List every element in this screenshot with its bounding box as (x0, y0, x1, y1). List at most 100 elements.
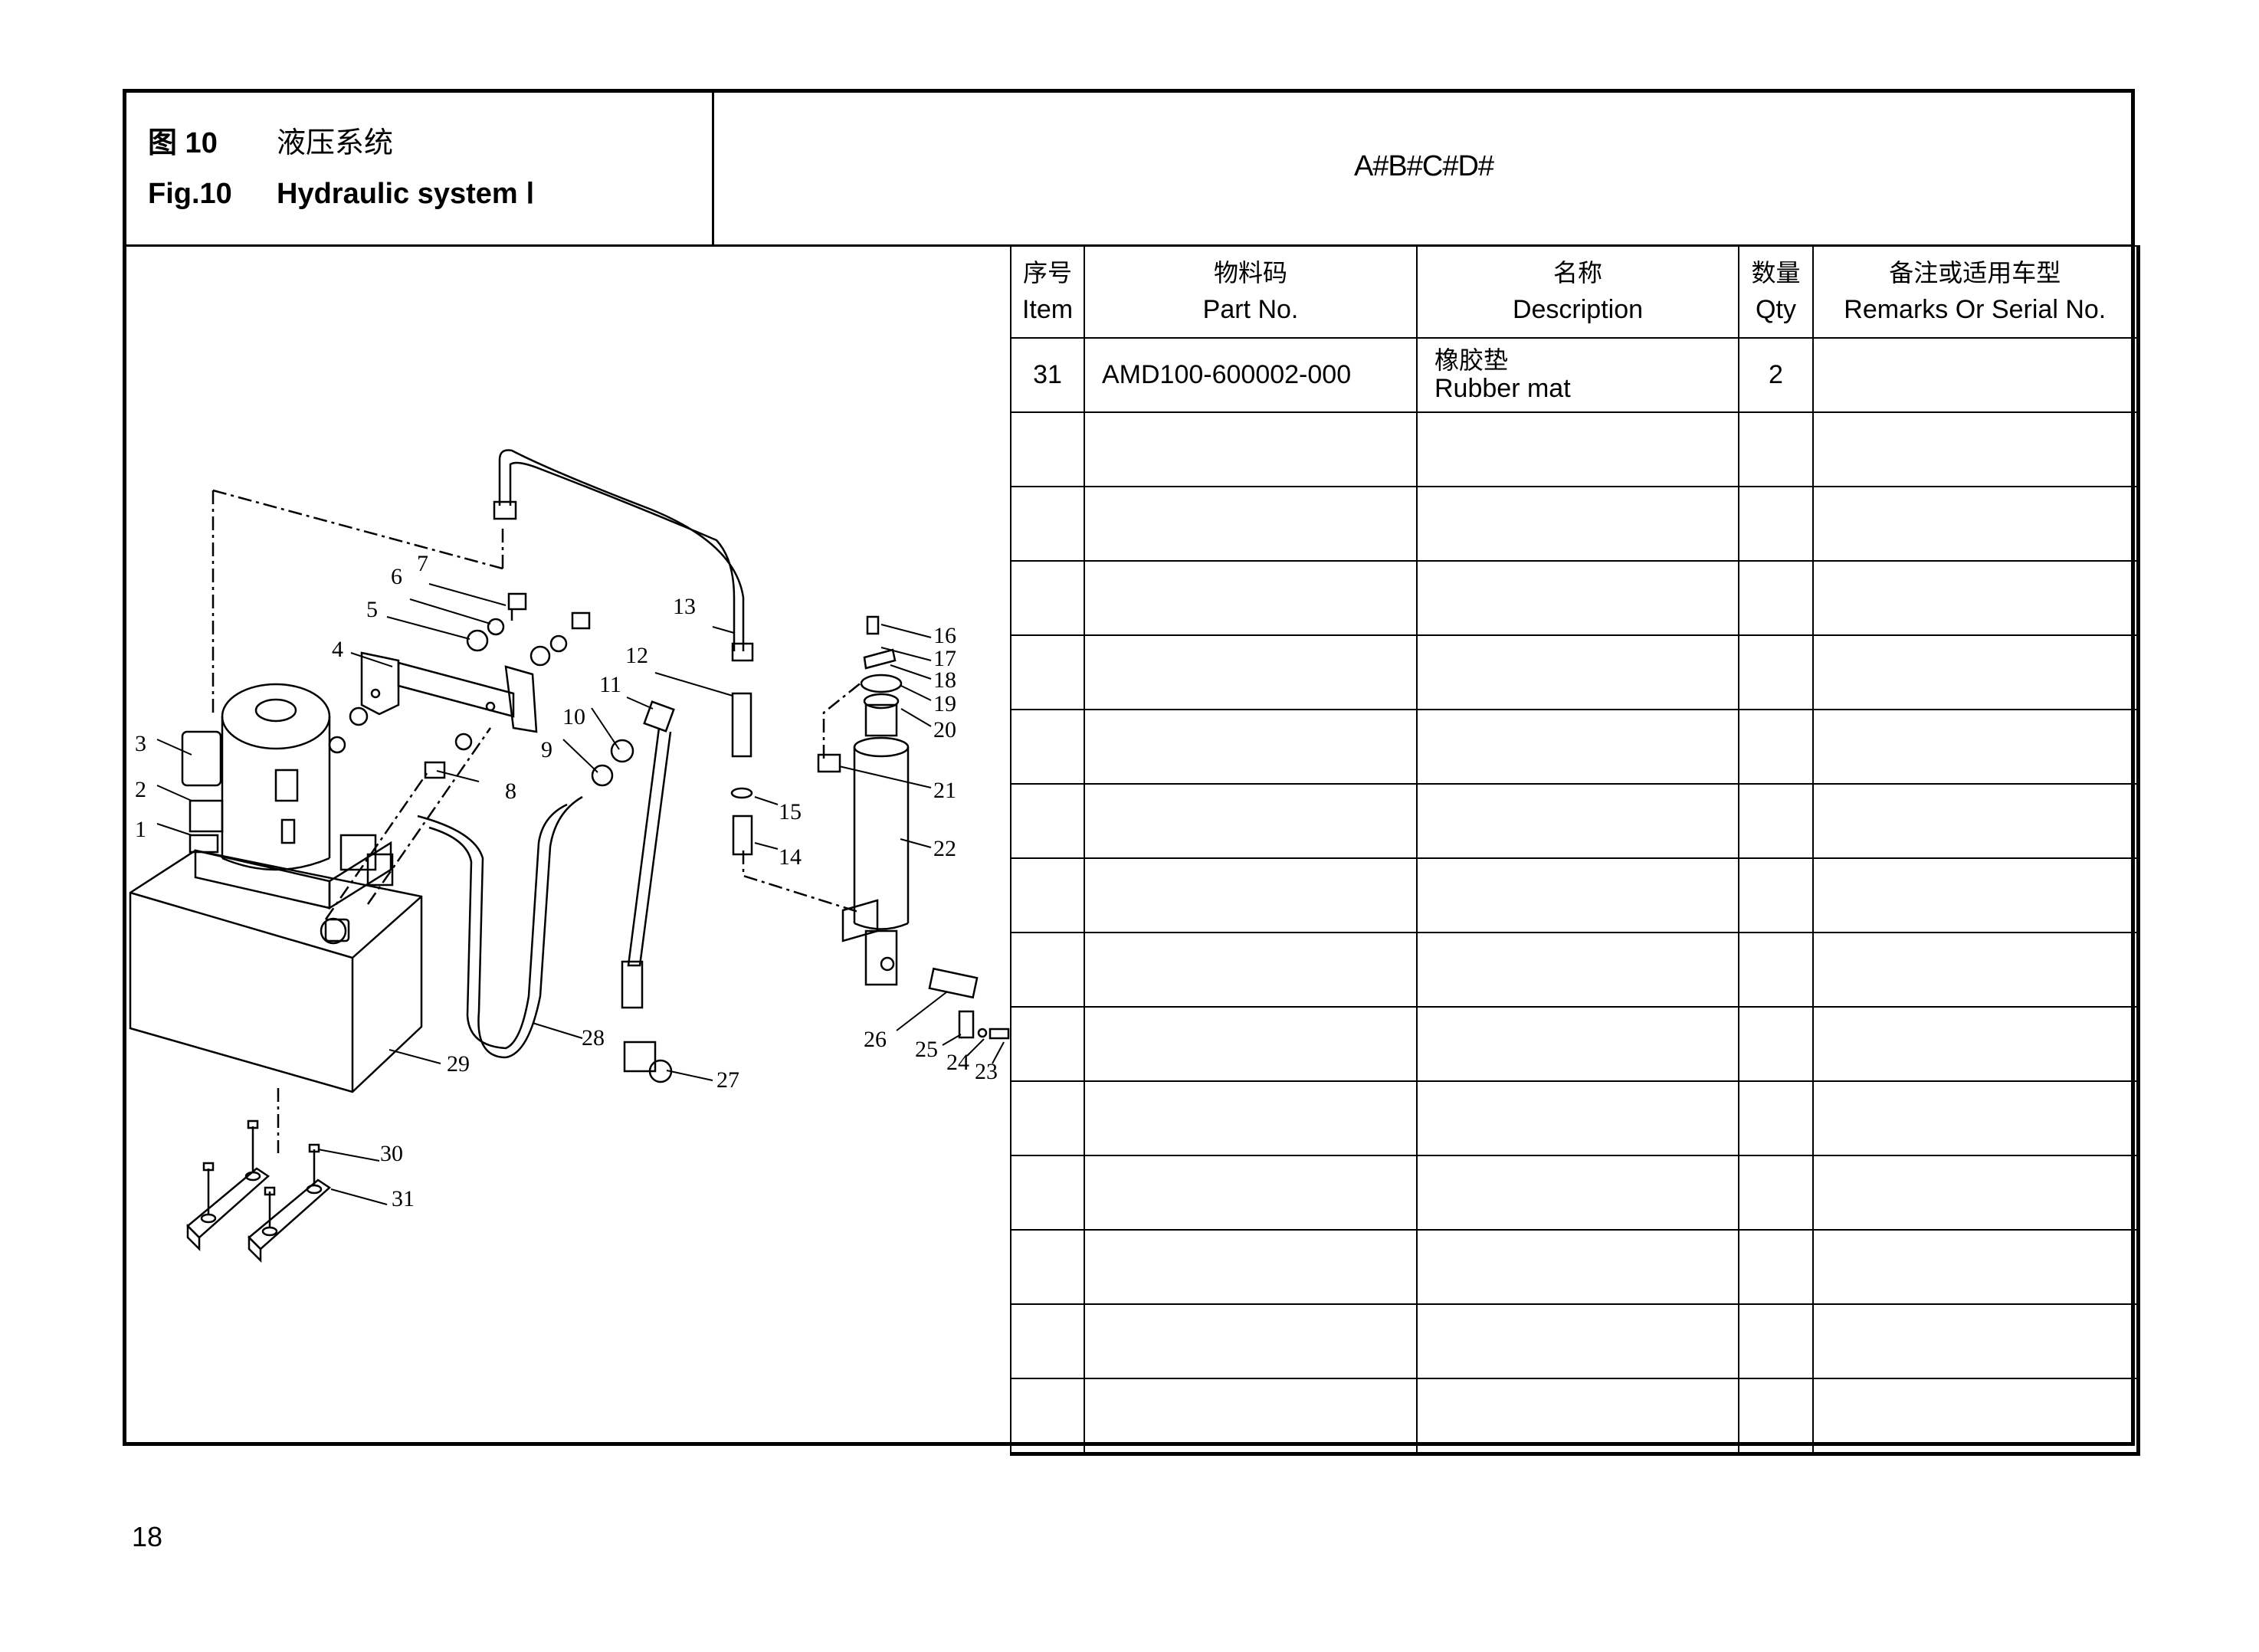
cell-part-no (1084, 1378, 1418, 1456)
table-row (1010, 709, 2140, 785)
cell-qty: 2 (1738, 337, 1814, 413)
model-code: A#B#C#D# (1353, 150, 1494, 182)
callout-31: 31 (392, 1186, 415, 1211)
figure-title-en: Fig.10 Hydraulic system Ⅰ (148, 179, 534, 208)
cell-part-no (1084, 709, 1418, 785)
callout-19: 19 (933, 691, 956, 716)
cell-qty (1738, 709, 1814, 785)
cell-description (1416, 1303, 1739, 1379)
figure-label-en: Fig.10 (148, 178, 232, 210)
cell-part-no (1084, 411, 1418, 487)
leader-lines (156, 583, 1005, 1205)
callout-9: 9 (541, 737, 552, 762)
cell-part-no (1084, 1080, 1418, 1156)
table-row (1010, 1080, 2140, 1156)
model-code-block: A#B#C#D# (713, 89, 2135, 247)
table-row (1010, 857, 2140, 933)
cell-qty (1738, 560, 1814, 636)
cell-qty (1738, 1080, 1814, 1156)
figure-name-en: Hydraulic system Ⅰ (277, 178, 535, 210)
cell-part-no (1084, 1303, 1418, 1379)
cell-qty (1738, 857, 1814, 933)
cell-description (1416, 709, 1739, 785)
callout-20: 20 (933, 717, 956, 742)
cell-qty (1738, 486, 1814, 562)
callout-7: 7 (417, 551, 428, 576)
table-row (1010, 1006, 2140, 1082)
cell-part-no (1084, 1155, 1418, 1231)
cell-qty (1738, 932, 1814, 1008)
cell-remarks (1812, 709, 2140, 785)
figure-title-cn: 图 10 液压系统 (148, 129, 393, 158)
figure-title-block: 图 10 液压系统 Fig.10 Hydraulic system Ⅰ (123, 89, 714, 247)
cell-qty (1738, 1155, 1814, 1231)
table-row (1010, 486, 2140, 562)
callout-24: 24 (946, 1050, 969, 1075)
cell-remarks (1812, 560, 2140, 636)
callout-6: 6 (391, 564, 402, 589)
callout-22: 22 (933, 836, 956, 861)
hose-28 (417, 795, 583, 1059)
table-row (1010, 560, 2140, 636)
page-number: 18 (132, 1521, 163, 1552)
figure-name-cn: 液压系统 (277, 127, 394, 159)
cell-qty (1738, 783, 1814, 859)
fitting-14 (732, 815, 753, 856)
cell-part-no (1084, 857, 1418, 933)
cell-remarks (1812, 932, 2140, 1008)
callout-28: 28 (582, 1025, 605, 1051)
figure-label-cn: 图 10 (148, 127, 218, 159)
cell-description (1416, 1080, 1739, 1156)
callout-13: 13 (673, 594, 696, 619)
callout-27: 27 (716, 1067, 739, 1093)
cell-description (1416, 1006, 1739, 1082)
cell-remarks (1812, 337, 2140, 413)
cell-remarks (1812, 857, 2140, 933)
callout-25: 25 (915, 1037, 938, 1062)
mounting-bracket (360, 651, 538, 733)
callout-1: 1 (135, 817, 146, 842)
callout-11: 11 (599, 672, 621, 697)
cell-description (1416, 1378, 1739, 1456)
callout-12: 12 (625, 643, 648, 668)
cell-qty (1738, 1229, 1814, 1305)
callout-23: 23 (975, 1059, 998, 1084)
cell-description (1416, 783, 1739, 859)
cell-qty (1738, 1378, 1814, 1456)
cell-item (1010, 783, 1085, 859)
table-row (1010, 932, 2140, 1008)
cell-remarks (1812, 1006, 2140, 1082)
cell-part-no (1084, 783, 1418, 859)
callout-16: 16 (933, 623, 956, 648)
table-row (1010, 634, 2140, 710)
callout-15: 15 (779, 799, 802, 824)
cell-item (1010, 560, 1085, 636)
hose-13 (493, 449, 754, 662)
cell-part-no (1084, 560, 1418, 636)
table-row (1010, 1303, 2140, 1379)
cell-part-no (1084, 932, 1418, 1008)
cell-remarks (1812, 411, 2140, 487)
cell-description (1416, 634, 1739, 710)
callout-29: 29 (447, 1051, 470, 1077)
cell-remarks (1812, 1378, 2140, 1456)
cell-description (1416, 857, 1739, 933)
cell-item (1010, 709, 1085, 785)
cell-part-no (1084, 634, 1418, 710)
cell-item (1010, 1080, 1085, 1156)
cell-qty (1738, 411, 1814, 487)
cell-item (1010, 1303, 1085, 1379)
hose-27 (621, 700, 675, 1083)
cell-item (1010, 1378, 1085, 1456)
lift-cylinder (817, 615, 910, 986)
cell-description (1416, 411, 1739, 487)
cell-item: 31 (1010, 337, 1085, 413)
